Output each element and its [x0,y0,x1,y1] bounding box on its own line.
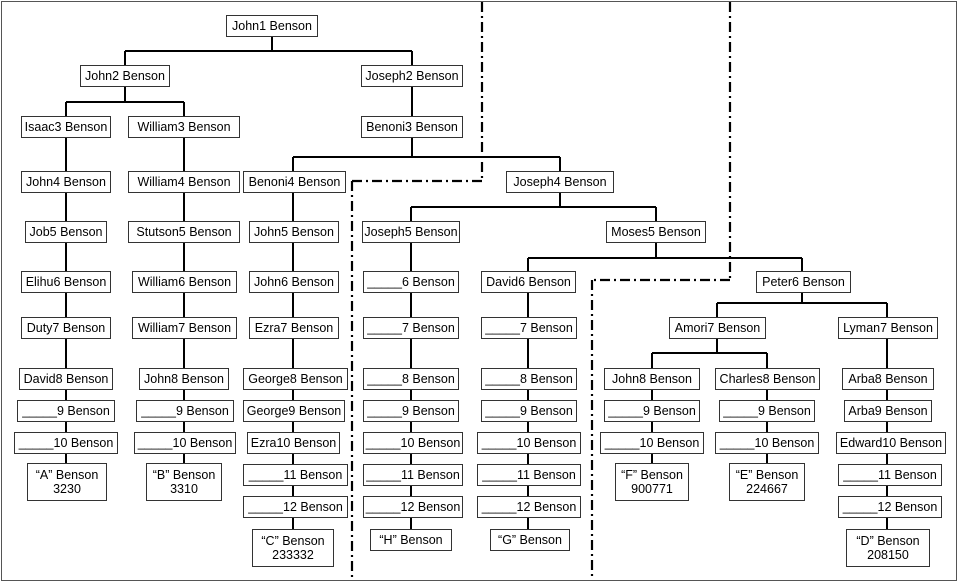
person-david6: David6 Benson [481,271,576,293]
person-moses5: Moses5 Benson [606,221,706,243]
person-C: “C” Benson 233332 [252,529,334,567]
person-arba8: Arba8 Benson [842,368,934,390]
person-john8-amori-line: John8 Benson [604,368,700,390]
person-D: “D” Benson 208150 [846,529,930,567]
person-blank11-joseph-line: _____11 Benson [363,464,463,486]
person-benoni4: Benoni4 Benson [243,171,346,193]
person-blank11-edward-line: _____11 Benson [838,464,942,486]
person-blank12-david-line: _____12 Benson [477,496,581,518]
person-joseph2: Joseph2 Benson [361,65,463,87]
person-john5: John5 Benson [249,221,339,243]
person-blank12-edward-line: _____12 Benson [838,496,942,518]
person-john6: John6 Benson [249,271,339,293]
person-job5: Job5 Benson [25,221,107,243]
person-blank9-joseph-line: _____9 Benson [363,400,459,422]
person-blank8-joseph-line: _____8 Benson [363,368,459,390]
person-john2: John2 Benson [80,65,170,87]
person-blank8-david-line: _____8 Benson [481,368,577,390]
person-blank11-david-line: _____11 Benson [477,464,581,486]
person-joseph5: Joseph5 Benson [362,221,460,243]
person-stutson5: Stutson5 Benson [128,221,240,243]
person-duty7: Duty7 Benson [21,317,111,339]
person-blank6-joseph-line: _____6 Benson [363,271,459,293]
person-arba9: Arba9 Benson [844,400,932,422]
person-william4: William4 Benson [128,171,240,193]
person-joseph4: Joseph4 Benson [506,171,614,193]
person-blank10-charles-line: _____10 Benson [715,432,819,454]
person-E: “E” Benson 224667 [729,463,805,501]
person-blank12-joseph-line: _____12 Benson [363,496,463,518]
person-elihu6: Elihu6 Benson [21,271,111,293]
person-george9: George9 Benson [243,400,345,422]
person-blank10-david-line: _____10 Benson [477,432,581,454]
person-edward10: Edward10 Benson [836,432,946,454]
person-blank9-charles-line: _____9 Benson [719,400,815,422]
person-amori7: Amori7 Benson [669,317,766,339]
person-blank9-isaac-line: _____9 Benson [17,400,115,422]
person-H: “H” Benson [370,529,452,551]
person-john8-william-line: John8 Benson [139,368,229,390]
person-ezra7: Ezra7 Benson [249,317,339,339]
person-david8: David8 Benson [19,368,113,390]
person-blank10-joseph-line: _____10 Benson [363,432,463,454]
person-blank9-john8-line: _____9 Benson [604,400,700,422]
person-blank10-john8-line: _____10 Benson [600,432,704,454]
person-blank9-david-line: _____9 Benson [481,400,577,422]
person-blank11-ezra-line: _____11 Benson [243,464,348,486]
person-blank10-isaac-line: _____10 Benson [14,432,118,454]
person-A: “A” Benson 3230 [27,463,107,501]
person-blank7-joseph-line: _____7 Benson [363,317,459,339]
person-blank10-william-line: _____10 Benson [134,432,236,454]
person-george8: George8 Benson [243,368,348,390]
person-william3: William3 Benson [128,116,240,138]
person-B: “B” Benson 3310 [146,463,222,501]
person-william7: William7 Benson [132,317,237,339]
person-charles8: Charles8 Benson [715,368,820,390]
person-john1: John1 Benson [226,15,318,37]
person-ezra10: Ezra10 Benson [247,432,340,454]
person-john4: John4 Benson [21,171,111,193]
person-william6: William6 Benson [132,271,237,293]
person-lyman7: Lyman7 Benson [838,317,938,339]
person-blank12-ezra-line: _____12 Benson [243,496,348,518]
person-isaac3: Isaac3 Benson [21,116,111,138]
person-peter6: Peter6 Benson [756,271,851,293]
person-blank9-william-line: _____9 Benson [136,400,234,422]
person-benoni3: Benoni3 Benson [361,116,463,138]
person-blank7-david-line: _____7 Benson [481,317,577,339]
person-F: “F” Benson 900771 [615,463,689,501]
person-G: “G” Benson [490,529,570,551]
